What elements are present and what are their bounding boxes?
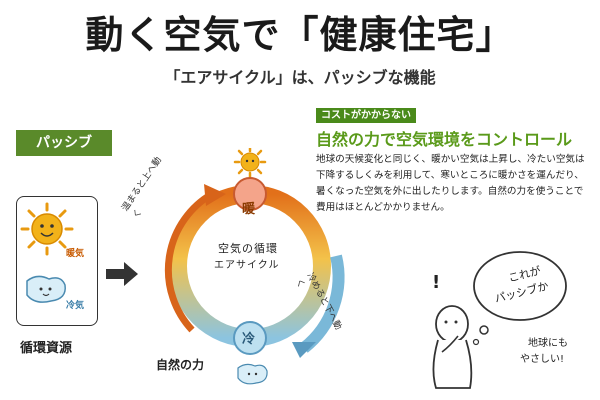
sun-icon: [20, 202, 74, 256]
cycle-center-title: 空気の循環: [218, 242, 278, 255]
cycle-sun-icon: [233, 148, 267, 179]
exclamation-mark: !: [432, 272, 441, 293]
resource-box: [16, 196, 98, 326]
info-body: 地球の天候変化と同じく、暖かい空気は上昇し、冷たい空気は下降するしくみを利用して…: [316, 154, 585, 213]
cool-air-label: 冷気: [66, 301, 85, 311]
natural-power-caption: 自然の力: [156, 358, 205, 372]
warm-node: [233, 177, 267, 211]
resource-caption: 循環資源: [20, 341, 73, 356]
side-text-line1: 地球にも: [528, 338, 568, 349]
rising-arrow-head: [204, 184, 226, 206]
cycle-center-subtitle: エアサイクル: [214, 260, 280, 271]
side-text-line2: やさしい!: [520, 354, 565, 365]
cool-air-icon: [26, 275, 66, 303]
resource-illustrations: [20, 202, 74, 303]
air-cycle-diagram: [164, 148, 331, 385]
info-heading: 自然の力で空気環境をコントロール: [316, 130, 573, 149]
character-icon: [432, 305, 473, 389]
page-title: 動く空気で「健康住宅」: [85, 13, 515, 57]
warm-air-label: 暖気: [66, 249, 85, 259]
cost-tag: コストがかからない: [316, 108, 416, 123]
cool-node-label: 冷: [242, 332, 256, 347]
arrow-right-icon: [106, 262, 138, 286]
falling-arrow: [292, 254, 345, 358]
thought-bubble: [473, 251, 567, 321]
warm-node-label: 暖: [242, 202, 256, 217]
rising-arrow: [164, 190, 214, 333]
cycle-cool-air-icon: [237, 363, 268, 385]
passive-badge: パッシブ: [16, 130, 112, 156]
character-illustration: [432, 251, 567, 389]
page-subtitle: 「エアサイクル」は、パッシブな機能: [164, 68, 436, 87]
cool-node: [233, 321, 267, 355]
